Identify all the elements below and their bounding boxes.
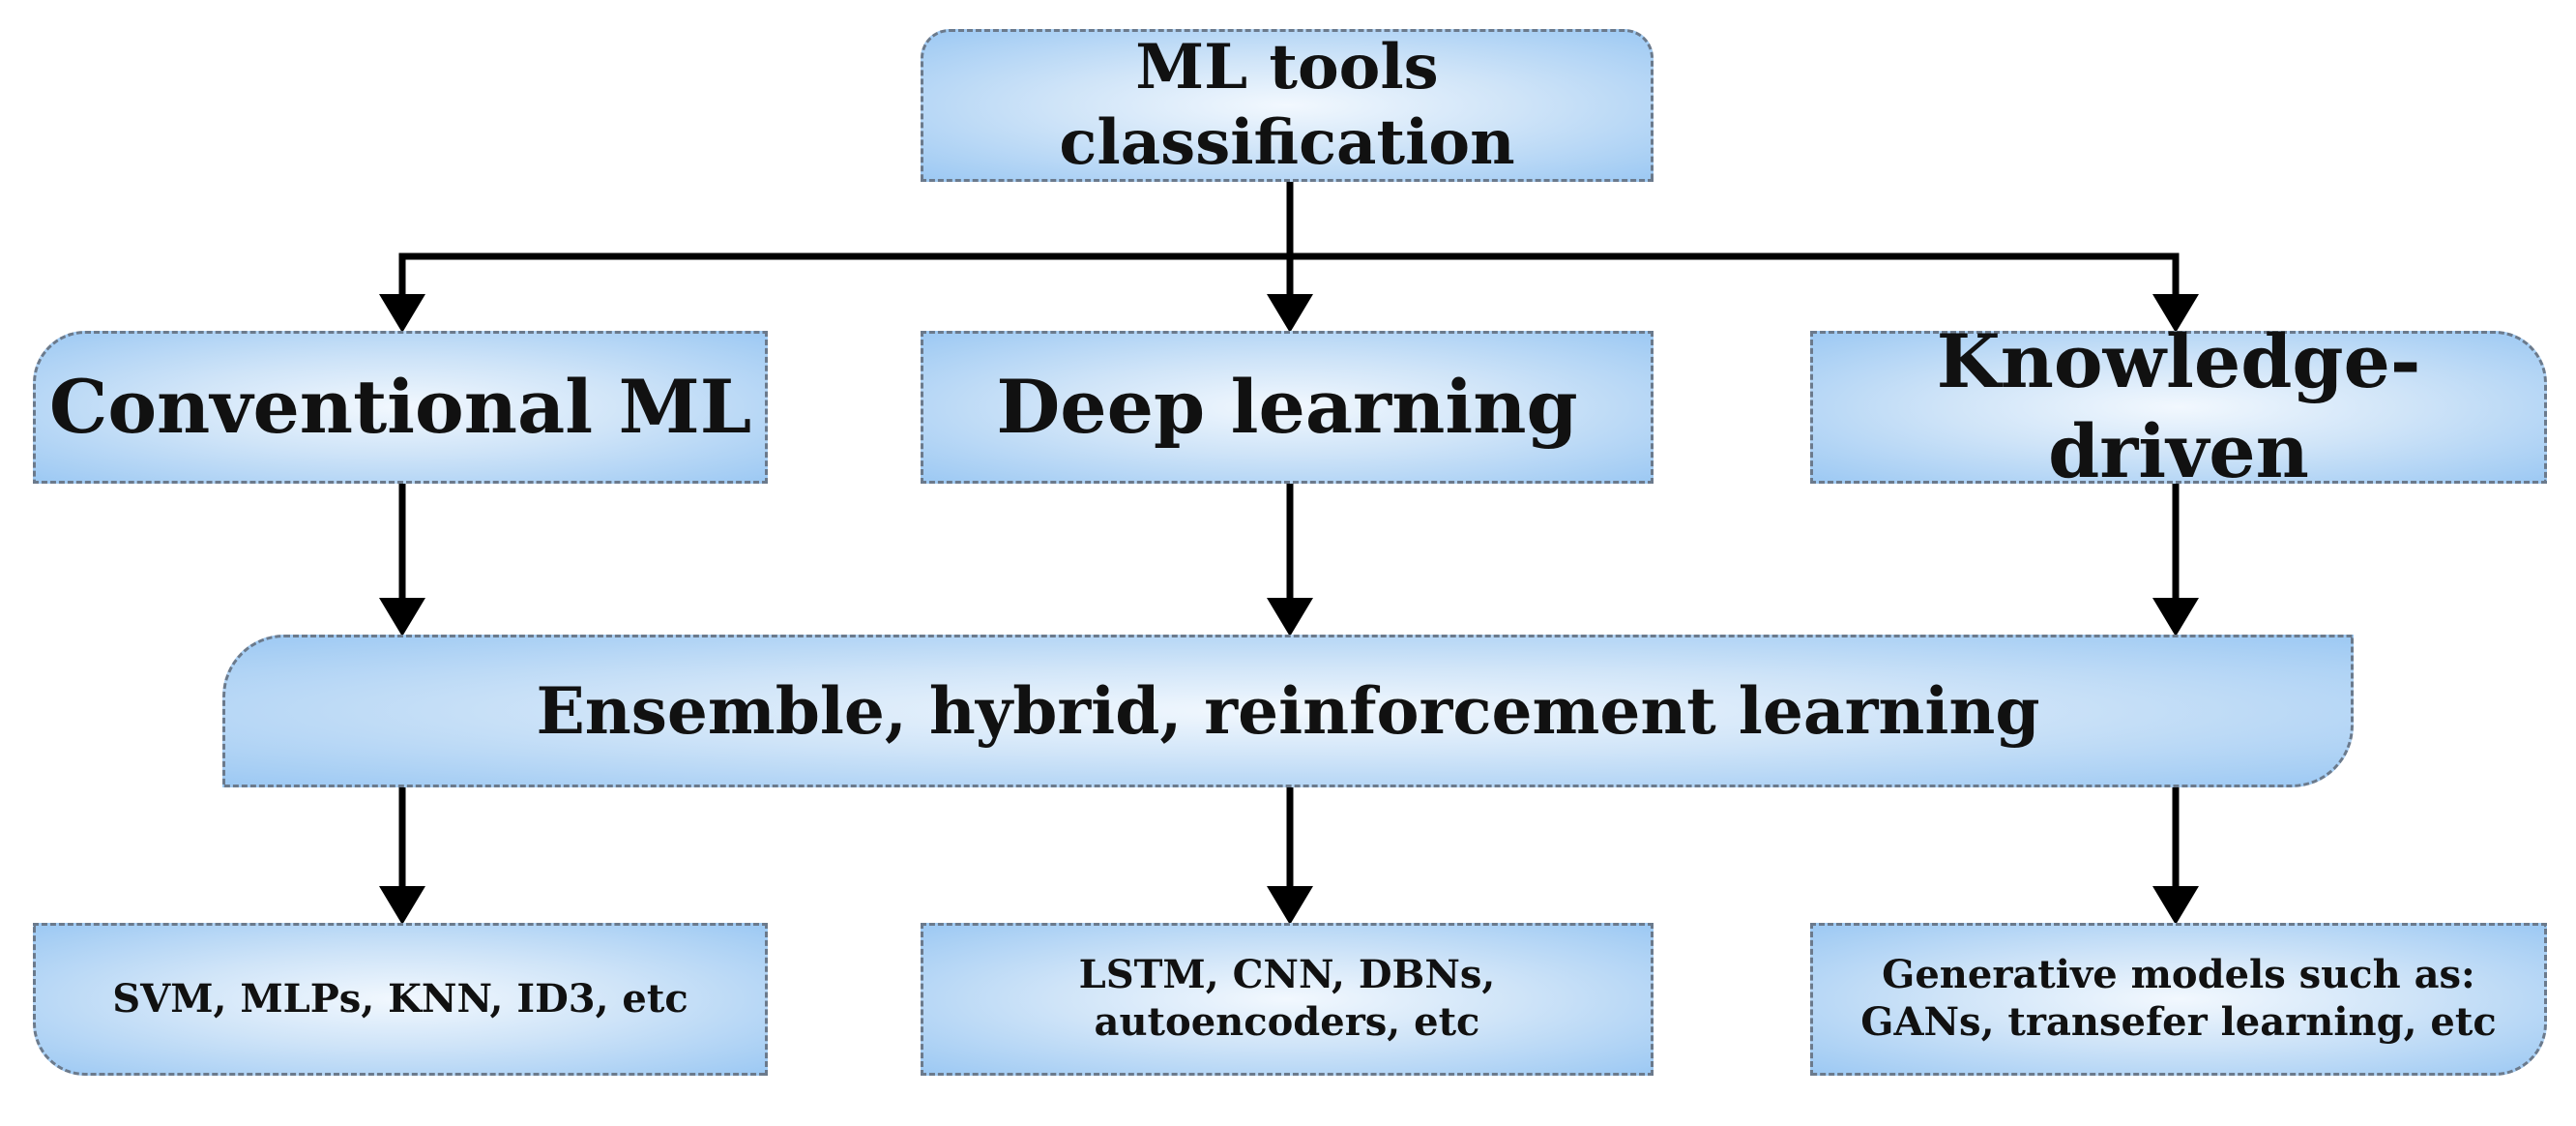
arrowhead-conv-examples [379,886,425,925]
knowledge-driven-box: Knowledge-driven [1810,318,2547,494]
deep-learning-examples-label: LSTM, CNN, DBNs, autoencoders, etc [1078,952,1496,1045]
arrowhead-ensemble-center [1267,598,1313,637]
root-node-box: ML tools classification [921,29,1654,182]
deep-learning-label: Deep learning [996,363,1578,450]
arrowhead-deep [1267,294,1313,333]
conventional-ml-label: Conventional ML [48,363,752,450]
arrowhead-knowledge [2152,294,2199,333]
arrowhead-deep-examples [1267,886,1313,925]
arrowhead-ensemble-left [379,598,425,637]
arrowhead-conventional [379,294,425,333]
conventional-examples-label: SVM, MLPs, KNN, ID3, etc [112,975,688,1022]
arrowhead-know-examples [2152,886,2199,925]
conventional-examples-box: SVM, MLPs, KNN, ID3, etc [33,923,768,1076]
knowledge-driven-examples-label: Generative models such as: GANs, transef… [1860,952,2497,1045]
knowledge-driven-examples-box: Generative models such as: GANs, transef… [1810,923,2547,1076]
arrowhead-ensemble-right [2152,598,2199,637]
root-node-label: ML tools classification [1059,30,1515,179]
conventional-ml-box: Conventional ML [33,331,768,484]
deep-learning-box: Deep learning [921,331,1654,484]
deep-learning-examples-box: LSTM, CNN, DBNs, autoencoders, etc [921,923,1654,1076]
knowledge-driven-label: Knowledge-driven [1936,318,2421,494]
ensemble-hybrid-box: Ensemble, hybrid, reinforcement learning [222,635,2354,787]
ensemble-hybrid-label: Ensemble, hybrid, reinforcement learning [536,672,2040,749]
